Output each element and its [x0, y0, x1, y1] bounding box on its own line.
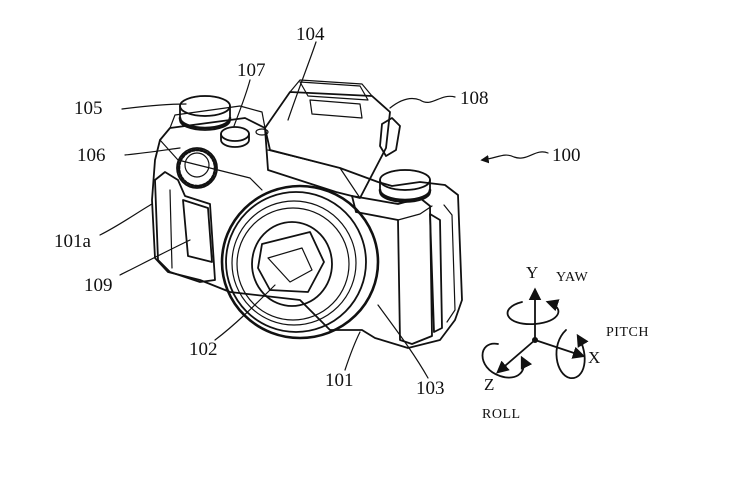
label-101a: 101a	[54, 231, 92, 252]
axis-origin	[532, 337, 538, 343]
axis-diagram: Y YAW PITCH X Z ROLL	[481, 263, 649, 422]
side-strap-slot	[429, 213, 443, 333]
camera-drawing	[151, 79, 463, 349]
grip-panel	[182, 199, 213, 263]
mode-dial	[176, 147, 218, 189]
small-button	[220, 126, 269, 148]
label-105: 105	[74, 98, 103, 119]
yaw-rotation-arrow	[506, 299, 560, 325]
label-106: 106	[77, 145, 106, 166]
label-107: 107	[237, 60, 266, 81]
y-axis-label: Y	[526, 263, 538, 282]
roll-rotation-arrow	[481, 342, 533, 379]
flash-housing	[264, 91, 391, 199]
lens-shutter-blades	[257, 231, 325, 293]
yaw-label: YAW	[556, 270, 589, 285]
grip	[154, 171, 216, 283]
part-labels: 104 107 105 106 108 100 101a 109 102 101…	[54, 24, 581, 399]
lens-ring	[220, 184, 380, 340]
label-102: 102	[189, 339, 218, 360]
x-axis-arrow	[534, 339, 586, 359]
right-dial	[378, 169, 432, 203]
pitch-label: PITCH	[606, 325, 649, 340]
z-axis-arrow	[496, 339, 536, 374]
label-101: 101	[325, 370, 354, 391]
label-104: 104	[296, 24, 325, 45]
label-103: 103	[416, 378, 445, 399]
z-axis-label: Z	[484, 375, 494, 394]
hot-shoe	[299, 81, 369, 101]
pitch-rotation-arrow	[555, 329, 589, 379]
label-109: 109	[84, 275, 113, 296]
label-108: 108	[460, 88, 489, 109]
label-100: 100	[552, 145, 581, 166]
strap-lug	[379, 117, 401, 157]
leader-lines	[99, 41, 549, 379]
top-deck	[169, 105, 266, 129]
roll-label: ROLL	[482, 407, 521, 422]
shutter-release-button	[178, 95, 232, 131]
lens	[251, 221, 333, 307]
x-axis-label: X	[588, 348, 600, 367]
